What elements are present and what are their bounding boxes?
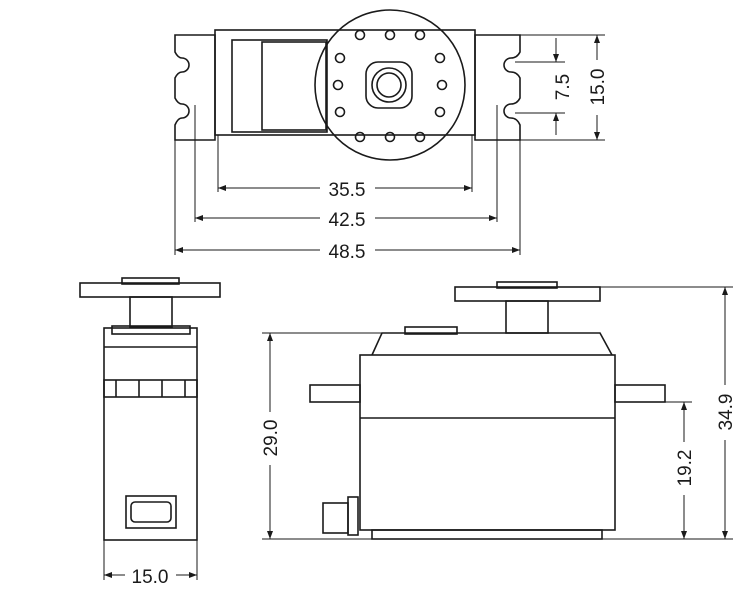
horn-hole-ring xyxy=(332,29,448,143)
dim-48-5: 48.5 xyxy=(329,242,366,263)
dim-34-9: 34.9 xyxy=(716,394,737,431)
front-view-top-case xyxy=(371,332,613,356)
front-view: 29.0 19.2 34.9 xyxy=(261,281,737,540)
top-view-cover-inner xyxy=(261,41,327,131)
front-view-shaft xyxy=(505,300,549,334)
dim-42-5: 42.5 xyxy=(329,210,366,231)
dim-35-5: 35.5 xyxy=(329,180,366,201)
dim-29-0: 29.0 xyxy=(261,420,282,457)
dim-7-5: 7.5 xyxy=(553,74,574,100)
dim-15-0-top: 15.0 xyxy=(588,69,609,106)
side-view-shaft xyxy=(129,296,173,328)
top-view-cover xyxy=(231,39,328,133)
side-view-body xyxy=(103,327,198,541)
cable-exit xyxy=(125,495,177,529)
front-view-horn xyxy=(454,286,601,302)
dim-19-2: 19.2 xyxy=(675,450,696,487)
top-view: 35.5 42.5 48.5 7.5 15.0 xyxy=(174,9,609,263)
top-view-flange-right xyxy=(474,34,521,141)
front-view-connector xyxy=(322,502,349,534)
top-view-body xyxy=(214,29,476,136)
dim-15-0-side: 15.0 xyxy=(132,567,169,588)
top-view-flange xyxy=(174,34,216,141)
side-view-flange xyxy=(103,379,198,398)
side-view: 15.0 xyxy=(79,277,221,588)
side-view-horn xyxy=(79,282,221,298)
front-view-body xyxy=(359,354,616,531)
servo-horn-disc xyxy=(314,9,466,161)
front-view-right-tab xyxy=(614,384,666,403)
output-shaft xyxy=(365,61,413,109)
front-view-left-tab xyxy=(309,384,361,403)
